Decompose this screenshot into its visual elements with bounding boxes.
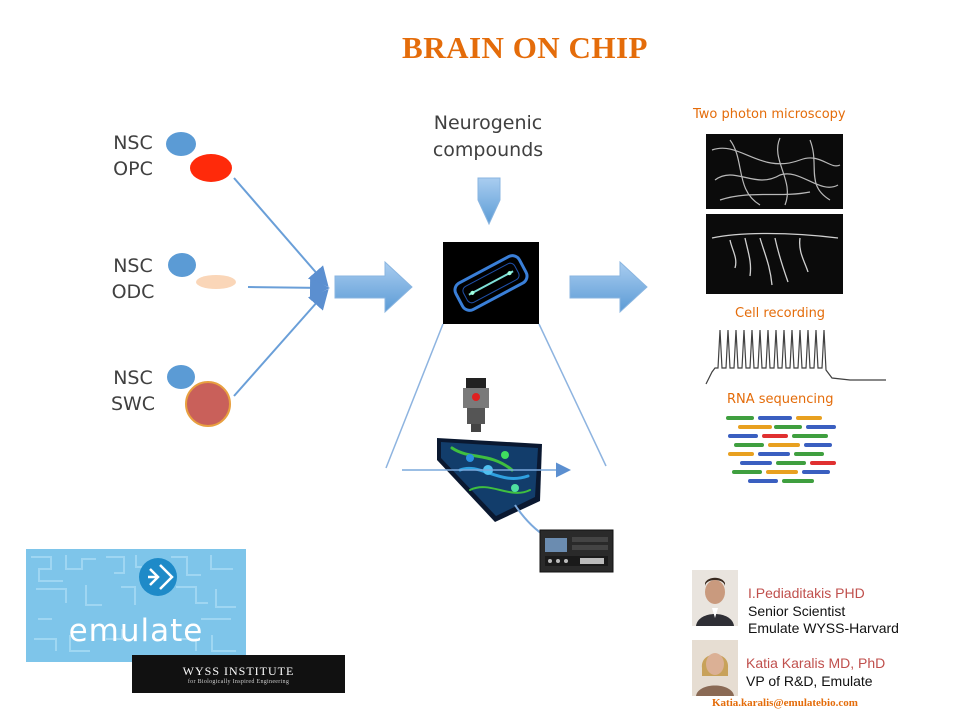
input-3-line2: SWC xyxy=(110,393,156,415)
avatar-karalis xyxy=(692,640,738,696)
person-2-info: Katia Karalis MD, PhD VP of R&D, Emulate xyxy=(746,655,885,690)
converge-arrow-1 xyxy=(233,177,329,288)
input-label-3: NSC SWC xyxy=(108,365,158,417)
person-1-role: Senior Scientist xyxy=(748,603,846,619)
microscope-objective xyxy=(463,378,489,432)
compounds-line1: Neurogenic xyxy=(433,112,543,134)
input-1-line2: OPC xyxy=(113,158,153,180)
projection-line-right xyxy=(538,323,607,467)
converge-arrow-3 xyxy=(233,289,329,397)
odc-cell xyxy=(196,275,236,289)
input-label-1: NSC OPC xyxy=(108,130,158,182)
person-silhouette-icon xyxy=(692,570,738,626)
person-1-info: I.Pediaditakis PHD Senior Scientist Emul… xyxy=(748,585,899,637)
opc-cell xyxy=(190,154,232,182)
person-1-name: I.Pediaditakis PHD xyxy=(748,585,865,601)
input-1-line1: NSC xyxy=(113,132,153,154)
wyss-subtitle: for Biologically Inspired Engineering xyxy=(187,679,290,685)
person-silhouette-icon xyxy=(692,640,738,696)
microscopy-image-bottom xyxy=(706,214,843,294)
compounds-label: Neurogenic compounds xyxy=(418,110,558,164)
input-3-line1: NSC xyxy=(113,367,153,389)
person-2-role: VP of R&D, Emulate xyxy=(746,673,873,689)
sequencing-label: RNA sequencing xyxy=(727,392,834,407)
wyss-logo: WYSS INSTITUTE for Biologically Inspired… xyxy=(132,655,345,693)
person-1-affiliation: Emulate WYSS-Harvard xyxy=(748,620,899,636)
emulate-logo: emulate xyxy=(26,549,246,662)
nsc-cell-3 xyxy=(167,365,195,389)
contact-email[interactable]: Katia.karalis@emulatebio.com xyxy=(712,697,858,709)
wyss-wordmark: WYSS INSTITUTE xyxy=(182,664,295,678)
nsc-cell-1 xyxy=(166,132,196,156)
emulate-wordmark: emulate xyxy=(68,613,204,649)
block-arrow-right xyxy=(569,260,648,314)
input-2-line2: ODC xyxy=(111,281,155,303)
swc-cell xyxy=(185,381,231,427)
cell-recording-trace xyxy=(705,329,886,385)
microscopy-image-top xyxy=(706,134,843,209)
compounds-line2: compounds xyxy=(432,139,544,161)
microscopy-label: Two photon microscopy xyxy=(693,107,846,122)
block-arrow-left xyxy=(334,260,413,314)
converge-arrow-2 xyxy=(247,277,330,298)
input-2-line1: NSC xyxy=(113,255,153,277)
input-label-2: NSC ODC xyxy=(108,253,158,305)
page-title: BRAIN ON CHIP xyxy=(402,30,648,65)
recording-label: Cell recording xyxy=(735,306,826,321)
recording-device xyxy=(539,529,614,573)
rna-sequencing-reads xyxy=(726,416,836,483)
person-2-name: Katia Karalis MD, PhD xyxy=(746,655,886,671)
projection-line-left xyxy=(385,323,444,469)
avatar-pediaditakis xyxy=(692,570,738,626)
maze-pattern xyxy=(31,555,236,652)
chip-device xyxy=(453,254,529,312)
nsc-cell-2 xyxy=(168,253,196,277)
down-arrow xyxy=(477,177,501,226)
